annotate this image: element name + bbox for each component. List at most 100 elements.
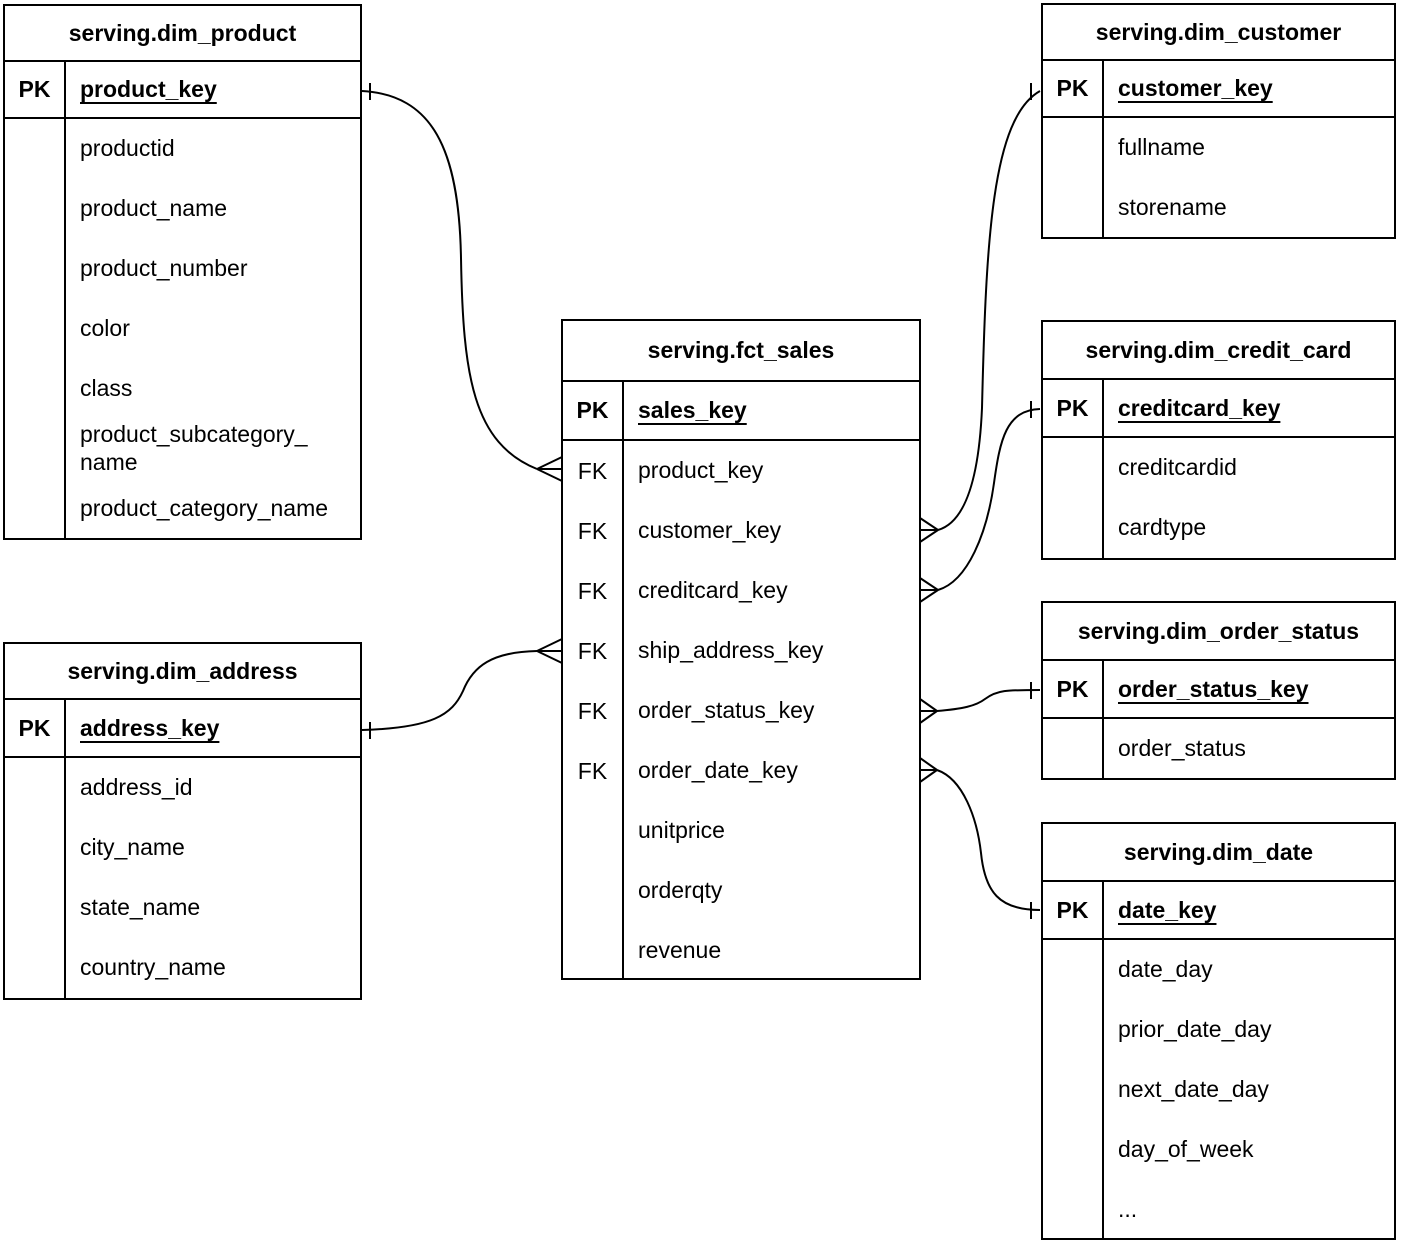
field-row: class xyxy=(5,359,360,419)
fk-tag: FK xyxy=(563,741,624,801)
field-row: color xyxy=(5,299,360,359)
field-row: order_status xyxy=(1043,719,1394,778)
fk-tag xyxy=(1043,1180,1104,1238)
field-list: creditcardid cardtype xyxy=(1043,438,1394,558)
field-row: revenue xyxy=(563,921,919,978)
fk-tag xyxy=(563,801,624,861)
field-row: storename xyxy=(1043,178,1394,237)
field-row: cardtype xyxy=(1043,498,1394,558)
fk-tag xyxy=(5,119,66,179)
field-row: next_date_day xyxy=(1043,1060,1394,1120)
field-name: product_category_name xyxy=(80,495,329,522)
field-name: cardtype xyxy=(1118,514,1207,541)
fk-tag xyxy=(5,419,66,479)
pk-row: PK order_status_key xyxy=(1043,661,1394,719)
field-name: productid xyxy=(80,135,175,162)
fk-tag xyxy=(5,479,66,538)
field-name: product_subcategory_ name xyxy=(80,421,308,475)
fk-tag xyxy=(5,758,66,818)
field-name: creditcard_key xyxy=(638,577,788,604)
field-row: date_day xyxy=(1043,940,1394,1000)
crow-foot-many xyxy=(536,456,563,482)
pk-label: PK xyxy=(5,62,66,117)
entity-dim-order-status: serving.dim_order_status PK order_status… xyxy=(1041,601,1396,780)
table-title: serving.fct_sales xyxy=(563,321,919,382)
field-name: storename xyxy=(1118,194,1227,221)
fk-tag xyxy=(5,239,66,299)
field-name: order_status xyxy=(1118,735,1246,762)
field-row: orderqty xyxy=(563,861,919,921)
field-name: customer_key xyxy=(638,517,782,544)
field-name: orderqty xyxy=(638,877,723,904)
field-name: next_date_day xyxy=(1118,1076,1269,1103)
field-row: address_id xyxy=(5,758,360,818)
field-name: order_date_key xyxy=(638,757,798,784)
field-row: fullname xyxy=(1043,118,1394,178)
field-list: order_status xyxy=(1043,719,1394,778)
crow-foot-many xyxy=(919,517,939,543)
pk-row: PK product_key xyxy=(5,62,360,119)
fk-tag: FK xyxy=(563,561,624,621)
field-row: productid xyxy=(5,119,360,179)
fk-tag xyxy=(1043,1120,1104,1180)
fk-tag xyxy=(1043,178,1104,237)
relationship-fct_sales-dim_credit_card xyxy=(919,401,1041,603)
relationship-dim_address-fct_sales xyxy=(361,638,563,739)
fk-tag xyxy=(5,359,66,419)
field-row: prior_date_day xyxy=(1043,1000,1394,1060)
field-row: state_name xyxy=(5,878,360,938)
relationship-fct_sales-dim_customer xyxy=(919,83,1041,543)
field-row: FK creditcard_key xyxy=(563,561,919,621)
field-list: fullname storename xyxy=(1043,118,1394,237)
pk-field-name: date_key xyxy=(1118,896,1217,923)
fk-tag: FK xyxy=(563,621,624,681)
fk-tag: FK xyxy=(563,441,624,501)
field-name: creditcardid xyxy=(1118,454,1237,481)
fk-tag xyxy=(1043,719,1104,778)
field-row: ... xyxy=(1043,1180,1394,1238)
field-name: product_number xyxy=(80,255,248,282)
fk-tag xyxy=(5,938,66,998)
pk-row: PK creditcard_key xyxy=(1043,380,1394,438)
fk-tag xyxy=(1043,118,1104,178)
table-title: serving.dim_customer xyxy=(1043,5,1394,61)
field-row: product_category_name xyxy=(5,479,360,538)
table-title: serving.dim_date xyxy=(1043,824,1394,882)
pk-field-name: order_status_key xyxy=(1118,675,1309,702)
field-row: product_name xyxy=(5,179,360,239)
field-name: address_id xyxy=(80,774,193,801)
pk-row: PK customer_key xyxy=(1043,61,1394,118)
field-name: order_status_key xyxy=(638,697,815,724)
field-name: fullname xyxy=(1118,134,1205,161)
field-name: city_name xyxy=(80,834,185,861)
field-row: city_name xyxy=(5,818,360,878)
field-row: day_of_week xyxy=(1043,1120,1394,1180)
entity-dim-address: serving.dim_address PK address_key addre… xyxy=(3,642,362,1000)
fk-tag xyxy=(1043,498,1104,558)
fk-tag xyxy=(1043,940,1104,1000)
fk-tag xyxy=(563,921,624,978)
field-name: color xyxy=(80,315,130,342)
field-row: product_subcategory_ name xyxy=(5,419,360,479)
pk-label: PK xyxy=(1043,882,1104,938)
field-row: product_number xyxy=(5,239,360,299)
fk-tag xyxy=(5,878,66,938)
fk-tag xyxy=(5,299,66,359)
pk-label: PK xyxy=(1043,61,1104,116)
table-title: serving.dim_order_status xyxy=(1043,603,1394,661)
entity-dim-credit-card: serving.dim_credit_card PK creditcard_ke… xyxy=(1041,320,1396,560)
crow-foot-many xyxy=(919,577,939,603)
field-name: state_name xyxy=(80,894,201,921)
field-name: product_name xyxy=(80,195,228,222)
field-row: FK order_date_key xyxy=(563,741,919,801)
pk-field-name: product_key xyxy=(80,76,217,102)
field-name: ... xyxy=(1118,1196,1138,1223)
field-name: unitprice xyxy=(638,817,725,844)
